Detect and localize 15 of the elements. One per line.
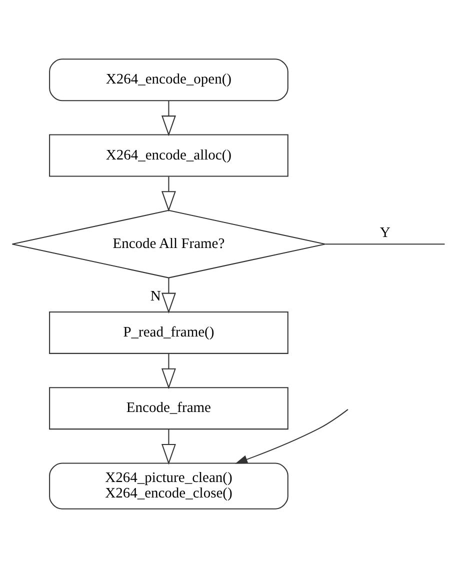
node-box: Encode_frame [49, 386, 288, 430]
edge-label: Y [380, 224, 390, 241]
node-box: X264_encode_alloc() [49, 134, 288, 176]
node-box: P_read_frame() [49, 310, 288, 354]
node-box: X264_picture_clean() X264_encode_close() [49, 462, 288, 509]
arrow [161, 428, 176, 464]
edge-label: N [150, 288, 161, 304]
connector [325, 243, 445, 244]
arrow [161, 100, 176, 136]
arrow [161, 352, 176, 389]
node-box: X264_encode_open() [49, 58, 288, 101]
node-diamond: Encode All Frame? [12, 209, 326, 278]
arrow [161, 277, 176, 314]
arrow [161, 176, 176, 212]
arrow [235, 408, 348, 464]
